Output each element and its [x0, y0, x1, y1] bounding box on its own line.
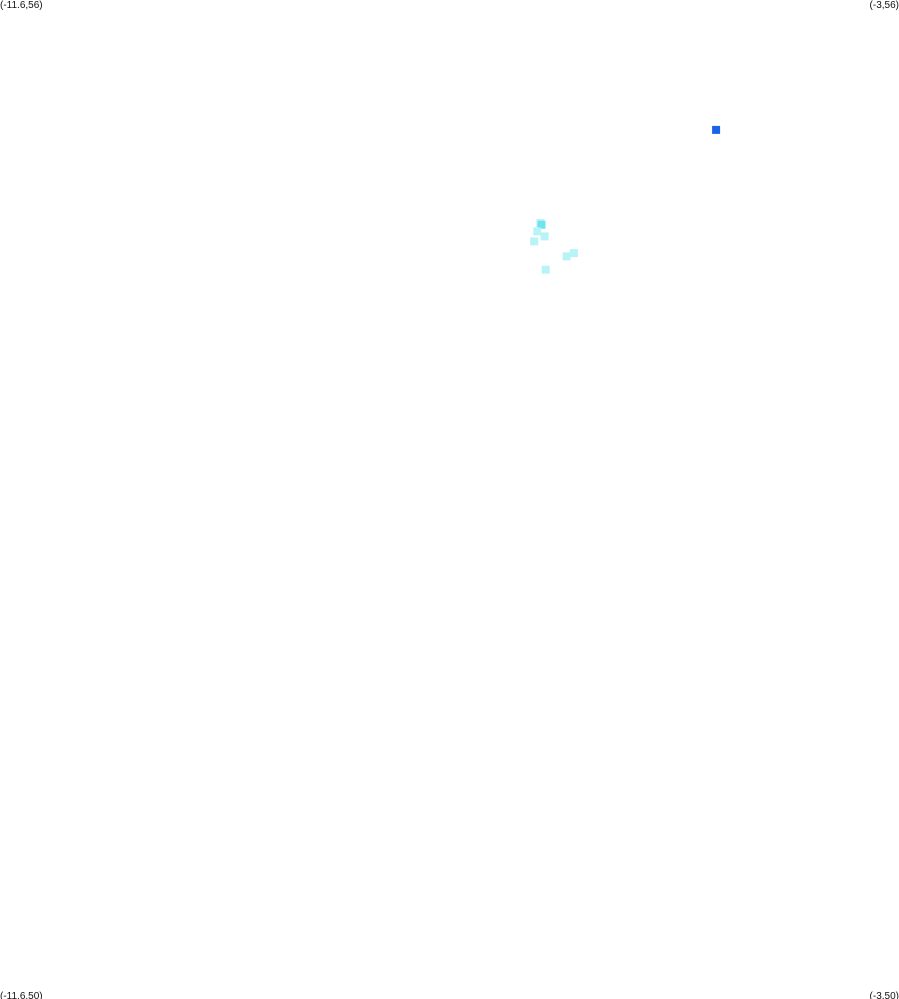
- map-point-3: [537, 220, 546, 229]
- corner-label-top-left: (-11.6,56): [0, 0, 43, 11]
- map-point-8: [562, 252, 571, 261]
- map-point-7: [569, 249, 578, 258]
- map-point-9: [541, 265, 550, 274]
- map-point-4: [533, 227, 542, 236]
- corner-label-bottom-left: (-11.6,50): [0, 991, 43, 999]
- map-point-6: [530, 237, 539, 246]
- map-point-5: [540, 232, 549, 241]
- corner-label-top-right: (-3,56): [869, 0, 899, 11]
- corner-label-bottom-right: (-3,50): [869, 991, 899, 999]
- map-point-1: [712, 125, 721, 134]
